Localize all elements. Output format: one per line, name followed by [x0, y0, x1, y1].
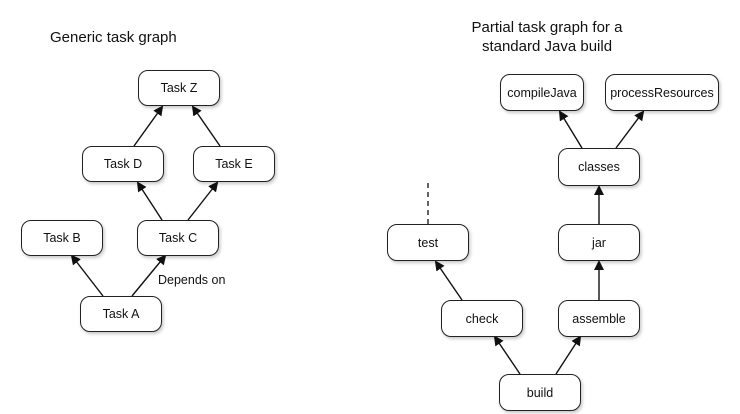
- edge-classes-to-compilejava: [558, 110, 583, 149]
- edge-a-to-b: [70, 254, 104, 297]
- right-graph-title-line2: standard Java build: [481, 38, 613, 55]
- edge-c-to-e: [187, 181, 219, 221]
- node-check: check: [441, 300, 523, 337]
- edge-d-to-z: [133, 105, 164, 147]
- node-build: build: [499, 374, 581, 411]
- node-compile-java: compileJava: [500, 74, 584, 111]
- node-task-z: Task Z: [138, 70, 220, 106]
- edge-build-to-check: [493, 335, 521, 375]
- node-classes: classes: [558, 148, 640, 186]
- edge-label-depends-on: Depends on: [158, 273, 226, 287]
- edge-check-to-test: [434, 260, 463, 301]
- node-task-a: Task A: [80, 296, 162, 332]
- node-process-resources: processResources: [605, 74, 719, 111]
- right-graph-title: Partial task graph for a standard Java b…: [452, 18, 642, 56]
- edge-build-to-assemble: [555, 335, 582, 375]
- node-task-d: Task D: [82, 146, 164, 182]
- edge-e-to-z: [191, 105, 221, 147]
- node-jar: jar: [558, 224, 640, 261]
- right-graph-title-line1: Partial task graph for a: [471, 19, 623, 36]
- node-assemble: assemble: [558, 300, 640, 337]
- edge-classes-to-processresources: [615, 110, 645, 149]
- node-task-b: Task B: [21, 220, 103, 256]
- node-task-c: Task C: [137, 220, 219, 256]
- node-task-e: Task E: [193, 146, 275, 182]
- left-graph-title: Generic task graph: [50, 29, 177, 46]
- edge-a-to-c: [131, 254, 167, 297]
- node-test: test: [387, 224, 469, 261]
- edge-c-to-d: [136, 181, 163, 221]
